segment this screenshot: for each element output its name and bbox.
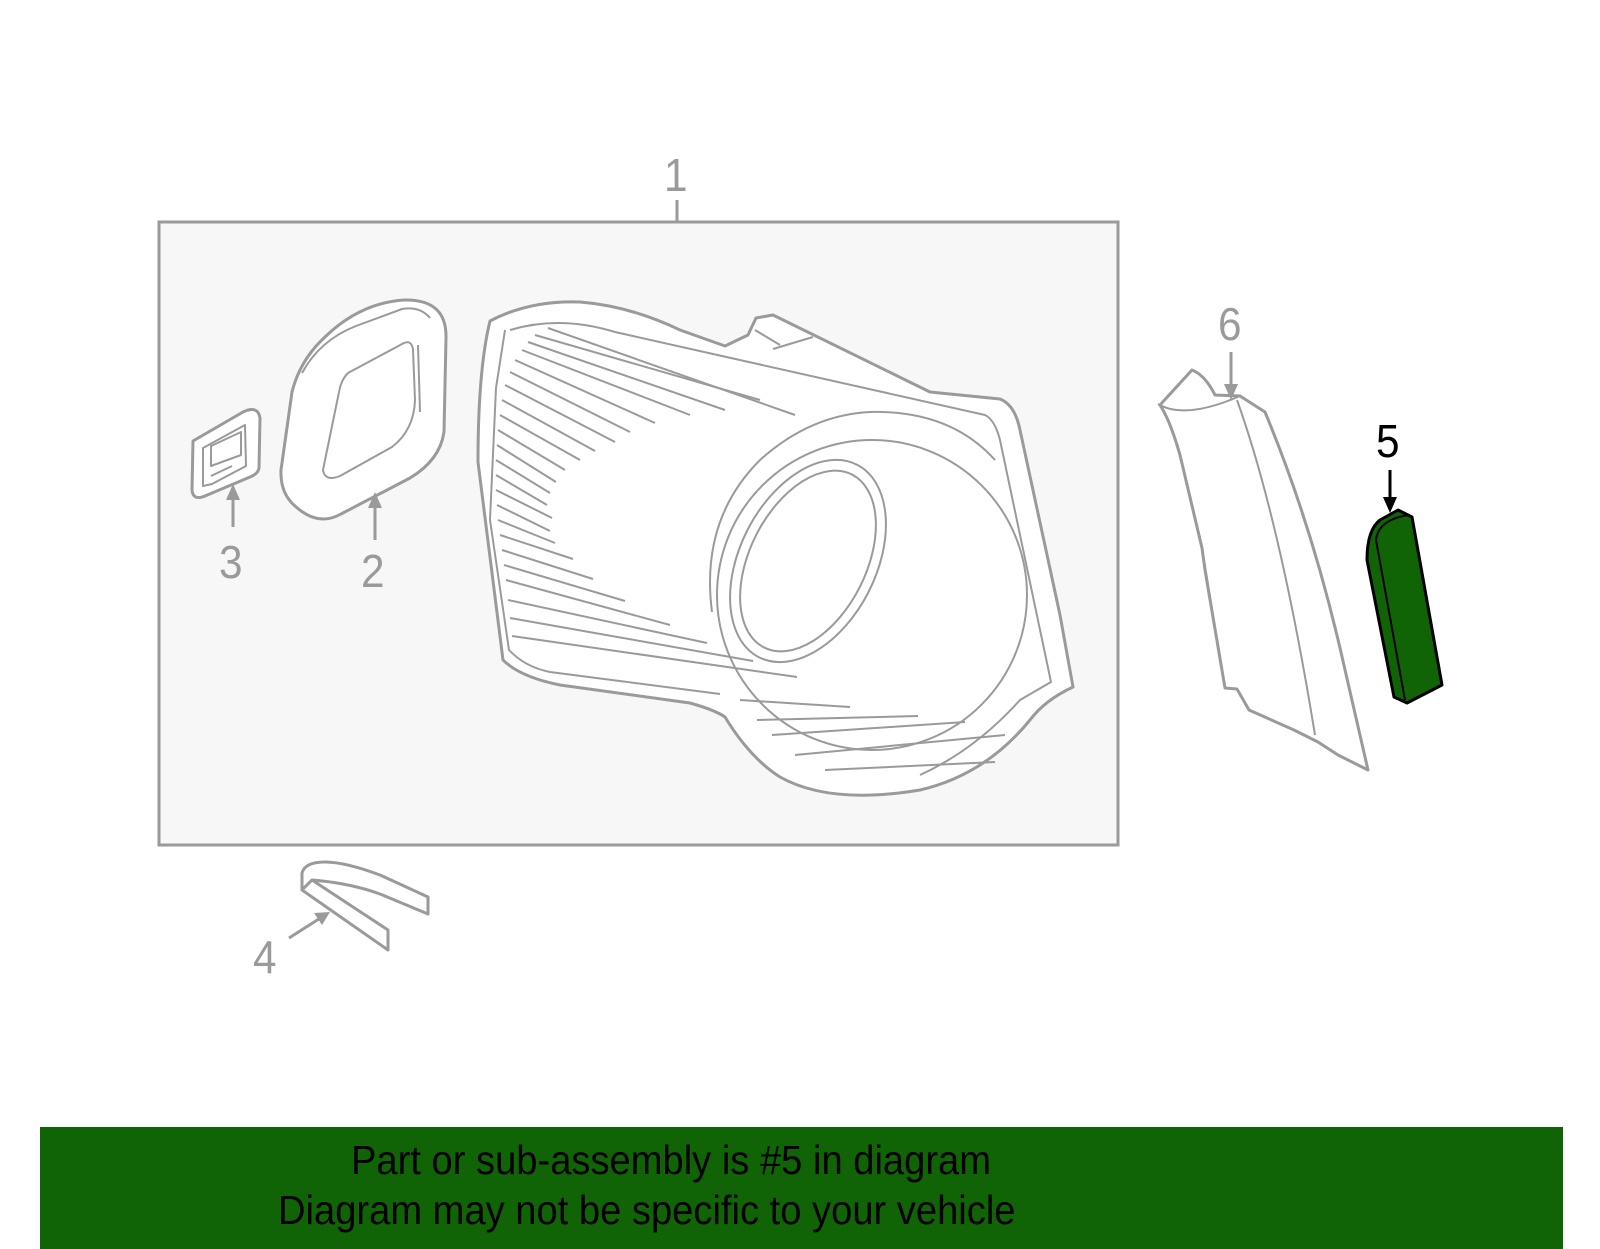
callout-5: 5 — [1376, 415, 1400, 467]
part-4-seal-strip[interactable] — [300, 860, 430, 952]
info-banner: Part or sub-assembly is #5 in diagram Di… — [40, 1127, 1563, 1249]
part-2-gasket-large[interactable] — [279, 298, 448, 521]
part-5-reflector-highlighted[interactable] — [1365, 508, 1444, 705]
callout-2: 2 — [361, 545, 385, 597]
callout-4: 4 — [253, 931, 277, 983]
part-3-gasket-small[interactable] — [190, 408, 262, 499]
callout-6: 6 — [1218, 298, 1242, 350]
part-6-side-trim[interactable] — [1157, 368, 1370, 772]
banner-line-part: Part or sub-assembly is #5 in diagram — [351, 1137, 991, 1183]
callout-1: 1 — [664, 149, 688, 201]
part-1-tail-lamp[interactable] — [476, 300, 1075, 797]
banner-line-disclaimer: Diagram may not be specific to your vehi… — [278, 1187, 1016, 1233]
callout-3: 3 — [219, 536, 243, 588]
